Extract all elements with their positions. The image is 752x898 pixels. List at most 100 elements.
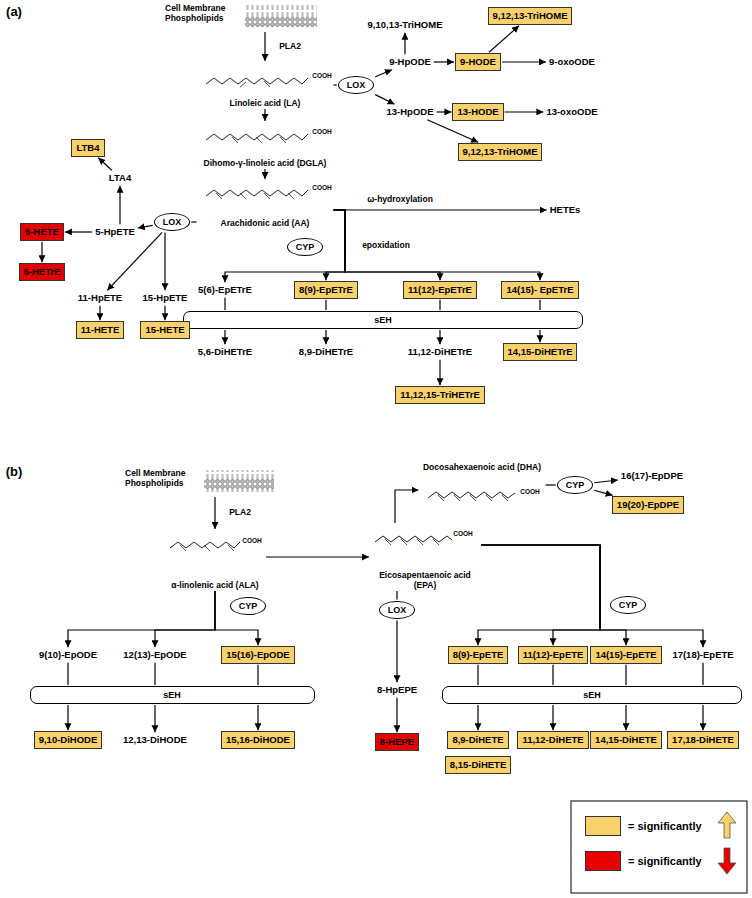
pathway-arrow <box>99 306 100 321</box>
increased-box: 11,12,15-TriHETrE <box>395 386 485 403</box>
pathway-arrow <box>375 95 394 105</box>
carboxyl-label: COOH <box>312 72 332 79</box>
pathway-arrow <box>375 70 392 77</box>
metabolite-label: 11,12-DiHETrE <box>406 345 474 358</box>
node-text: 17,18-DiHETE <box>672 734 734 745</box>
pathway-arrow <box>477 665 478 685</box>
pathway-arrow <box>439 360 440 386</box>
node-text: Cell Membrane Phospholipids <box>125 468 201 488</box>
pathway-arrow <box>334 210 541 280</box>
legend-text: = significantly <box>628 820 702 832</box>
increased-box: 19(20)-EpDPE <box>612 496 684 513</box>
pathway-arrow <box>325 300 326 310</box>
pathway-arrow <box>326 210 345 280</box>
pathway-arrow <box>477 705 478 730</box>
molecule-node: Docosahexaenoic acid (DHA) <box>420 462 545 508</box>
node-text: 15-HpETE <box>143 292 188 303</box>
pathway-arrow <box>552 705 553 730</box>
carboxyl-label: COOH <box>312 184 332 191</box>
pathway-arrow <box>702 663 703 685</box>
pathway-arrow <box>439 300 440 310</box>
pathway-arrow <box>552 665 553 685</box>
enzyme-band: sEH <box>442 686 742 704</box>
node-text: Arachidonic acid (AA) <box>198 218 333 228</box>
pathway-arrow <box>539 330 540 342</box>
pathway-arrow <box>478 545 600 645</box>
linoleic-structure <box>206 78 308 87</box>
node-text: 8,15-DiHETE <box>450 759 507 770</box>
node-text: CYP <box>566 480 585 491</box>
node-text: 8-HpEPE <box>377 684 417 695</box>
node-text: 9,10,13-TriHOME <box>368 19 443 30</box>
pathway-arrow <box>334 210 441 280</box>
increased-box: 9-HODE <box>455 53 501 70</box>
pathway-arrow <box>68 591 215 647</box>
metabolite-label: 5,6-DiHETrE <box>196 345 254 358</box>
node-text: 14,15-DiHETE <box>595 734 657 745</box>
increased-box: 15(16)-EpODE <box>221 646 294 663</box>
pathway-arrow <box>107 232 162 290</box>
pathway-arrow <box>594 490 612 495</box>
node-text: 11-HpETE <box>78 292 122 303</box>
pathway-arrow <box>539 300 540 310</box>
node-text: 8(9)-EpETE <box>453 649 504 660</box>
node-text: CYP <box>239 601 258 612</box>
edge-label: PLA2 <box>227 507 253 517</box>
metabolite-label: 9,10,13-TriHOME <box>366 18 445 31</box>
pathway-arrow <box>439 330 440 344</box>
pathway-arrow <box>436 111 451 112</box>
node-text: 9-HODE <box>460 56 496 67</box>
node-text: 14(15)- EpETrE <box>506 284 573 295</box>
pathway-arrow <box>395 490 419 523</box>
node-text: 15,16-DiHODE <box>226 734 290 745</box>
node-text: 9(10)-EpODE <box>39 649 97 660</box>
metabolite-label: 8-HpEPE <box>375 683 419 696</box>
enzyme-oval: CYP <box>230 597 267 616</box>
node-text: sEH <box>163 690 181 701</box>
pathway-arrow <box>481 545 703 647</box>
molecule-node: Linoleic acid (LA) <box>198 62 333 108</box>
pathway-arrow <box>625 665 626 685</box>
pathway-arrow <box>224 330 225 344</box>
epa-structure <box>375 536 452 545</box>
node-text: Docosahexaenoic acid (DHA) <box>420 462 545 472</box>
down-arrow-icon <box>718 848 736 874</box>
legend-frame <box>571 801 747 893</box>
node-text: 16(17)-EpDPE <box>621 470 683 481</box>
pathway-arrow <box>224 298 225 310</box>
enzyme-oval: CYP <box>287 238 324 257</box>
node-text: CYP <box>619 600 638 611</box>
enzyme-oval: LOX <box>379 601 416 620</box>
enzyme-oval: LOX <box>338 76 375 95</box>
metabolite-label: 13-HpODE <box>385 105 436 118</box>
pathway-arrow <box>65 231 92 232</box>
edge-label: PLA2 <box>277 41 303 51</box>
node-text: 12,13-DiHODE <box>123 734 187 745</box>
pathway-arrow <box>702 705 703 730</box>
pathway-arrow <box>546 484 556 485</box>
pathway-arrow <box>138 225 153 228</box>
enzyme-oval: LOX <box>154 213 191 232</box>
node-text: Linoleic acid (LA) <box>198 98 333 108</box>
node-text: 11(12)-EpETE <box>523 649 584 660</box>
pathway-arrow <box>404 33 405 55</box>
pathway-arrow <box>154 663 155 685</box>
legend-swatch <box>585 851 621 871</box>
metabolite-label: 13-oxoODE <box>544 105 599 118</box>
pathway-arrow <box>257 665 258 685</box>
metabolite-label: 9-oxoODE <box>547 55 597 68</box>
node-text: sEH <box>583 690 601 701</box>
node-text: α-linolenic acid (ALA) <box>165 580 265 590</box>
node-text: 15(16)-EpODE <box>226 649 289 660</box>
node-text: 17(18)-EpETE <box>672 649 733 660</box>
increased-box: 11(12)-EpETE <box>518 646 589 663</box>
node-text: 11,12-DiHETE <box>522 734 583 745</box>
pathway-arrow <box>502 61 546 62</box>
increased-box: 11-HETE <box>76 321 125 338</box>
node-text: Eicosapentaenoic acid (EPA) <box>370 570 480 590</box>
node-text: LTA4 <box>109 172 131 183</box>
increased-box: 8(9)-EpETE <box>448 646 509 663</box>
pathway-arrow <box>334 209 547 210</box>
increased-box: 8,15-DiHETE <box>445 756 512 773</box>
